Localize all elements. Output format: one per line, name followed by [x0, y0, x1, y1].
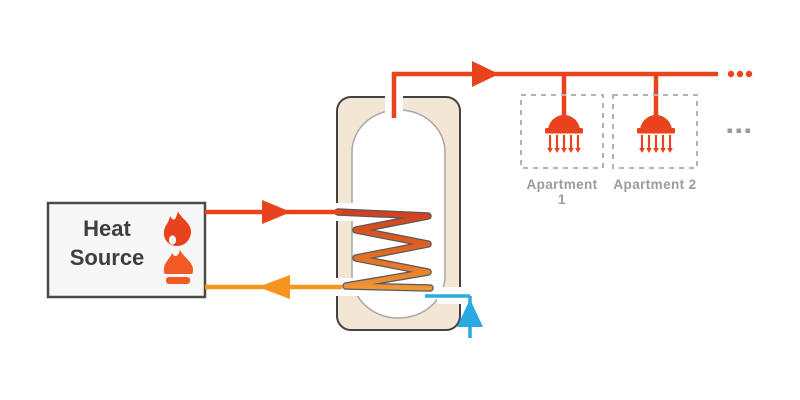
shower-icon — [543, 113, 585, 155]
cold-water-arrow — [457, 299, 483, 327]
warm-return-arrow — [258, 275, 290, 299]
ellipsis-red-icon — [727, 70, 753, 78]
heat-source-label: Heat Source — [54, 214, 160, 272]
heat-source-line2: Source — [69, 245, 145, 270]
apartment-2-box — [612, 94, 698, 169]
shower-icon — [635, 113, 677, 155]
flame-red-icon — [163, 211, 192, 246]
heat-source-line1: Heat — [83, 216, 131, 241]
heat-exchanger-coil — [334, 208, 434, 292]
apartment-1-box — [520, 94, 604, 169]
apartment-2-label: Apartment 2 — [613, 177, 697, 192]
hot-water-arrow — [472, 61, 499, 87]
ellipsis-gray-icon — [727, 128, 750, 133]
hot-supply-arrow — [262, 200, 291, 224]
cold-water-inlet — [425, 294, 483, 338]
apartment-1-label: Apartment 1 — [526, 177, 598, 207]
flame-orange-icon — [163, 250, 194, 284]
